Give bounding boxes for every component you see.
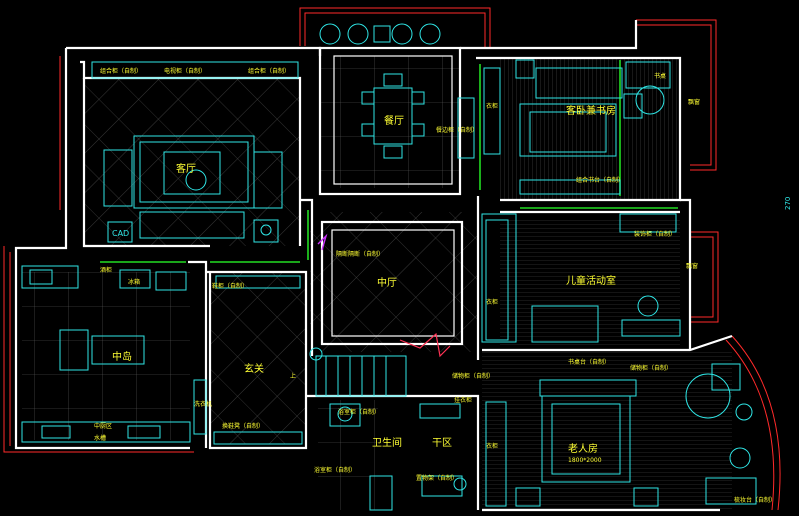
- room-label-guest-study: 客卧兼书房: [566, 104, 616, 117]
- room-label-kitchen-island: 中岛: [112, 350, 132, 363]
- bath-floor: [318, 400, 378, 510]
- label-wine-cab: 酒柜: [100, 266, 112, 274]
- label-tv-cab-mid: 电视柜（自制）: [164, 67, 206, 75]
- walls: [14, 20, 733, 512]
- arrow-marker: [317, 233, 328, 251]
- child-floor: [500, 218, 680, 346]
- label-bay-2: 飘窗: [686, 262, 698, 270]
- label-sink: 水槽: [94, 434, 106, 442]
- room-label-master: 老人房: [568, 442, 598, 455]
- label-hall-cab: 隔断隔断（自制）: [336, 250, 384, 258]
- dim-right: 270: [784, 197, 792, 210]
- label-bathcab: 浴室柜（自制）: [338, 408, 380, 416]
- master-floor: [482, 350, 732, 510]
- label-bath-cab2: 浴室柜（自制）: [314, 466, 356, 474]
- annotation-labels: 组合柜（自制） 电视柜（自制） 组合柜（自制） 酒柜 冰箱 衣柜 餐边柜（自制）…: [94, 67, 792, 504]
- label-tv-cab-right: 组合柜（自制）: [248, 67, 290, 75]
- label-cad: CAD: [112, 229, 129, 238]
- label-hanging: 挂衣柜: [454, 396, 472, 404]
- room-label-bathroom: 卫生间: [372, 436, 402, 449]
- label-wardrobe-1: 衣柜: [486, 102, 498, 110]
- hall-floor: [310, 212, 478, 352]
- room-label-child: 儿童活动室: [566, 274, 616, 287]
- room-label-dining: 餐厅: [384, 114, 404, 127]
- label-cook-area: 中厨区: [94, 422, 112, 430]
- label-rack: 置物架（自制）: [416, 474, 458, 482]
- label-small-up: 上: [290, 372, 296, 380]
- label-fridge: 冰箱: [128, 278, 140, 286]
- kitchen-floor: [22, 272, 190, 440]
- label-storage: 储物柜（自制）: [630, 364, 672, 372]
- label-wine-display: 餐边柜（自制）: [436, 126, 478, 134]
- label-cab-tall: 储物柜（自制）: [452, 372, 494, 380]
- label-entry-shoe: 换鞋凳（自制）: [222, 422, 264, 430]
- label-wardrobe-2: 衣柜: [486, 442, 498, 450]
- room-labels: 客厅 餐厅 客卧兼书房 儿童活动室 中厅 玄关 中岛 卫生间 干区 老人房: [112, 104, 616, 455]
- label-tv-cab-left: 组合柜（自制）: [100, 67, 142, 75]
- furniture: [21, 23, 757, 511]
- label-bay: 飘窗: [688, 98, 700, 106]
- label-wash: 洗衣机: [194, 400, 212, 408]
- living-floor: [84, 78, 300, 246]
- label-desk-cab: 书桌台（自制）: [568, 358, 610, 366]
- label-display-cab: 装饰柜（自制）: [634, 230, 676, 238]
- label-bed-size: 1800*2000: [568, 457, 602, 464]
- label-dress: 梳妆台（自制）: [734, 496, 776, 504]
- room-label-living: 客厅: [176, 162, 196, 175]
- label-shoe-top: 鞋柜（自制）: [212, 282, 248, 290]
- label-combo-desk: 组合书台（自制）: [576, 176, 624, 184]
- dining-floor: [320, 56, 460, 188]
- room-label-foyer: 玄关: [244, 362, 264, 375]
- label-bookcase: 书桌: [654, 72, 666, 80]
- room-label-hall: 中厅: [377, 276, 397, 289]
- label-wardrobe-3: 衣柜: [486, 298, 498, 306]
- green-partitions: [100, 60, 678, 263]
- foyer-floor: [210, 272, 306, 444]
- room-label-dry-zone: 干区: [432, 437, 452, 449]
- break-marker: [399, 332, 451, 358]
